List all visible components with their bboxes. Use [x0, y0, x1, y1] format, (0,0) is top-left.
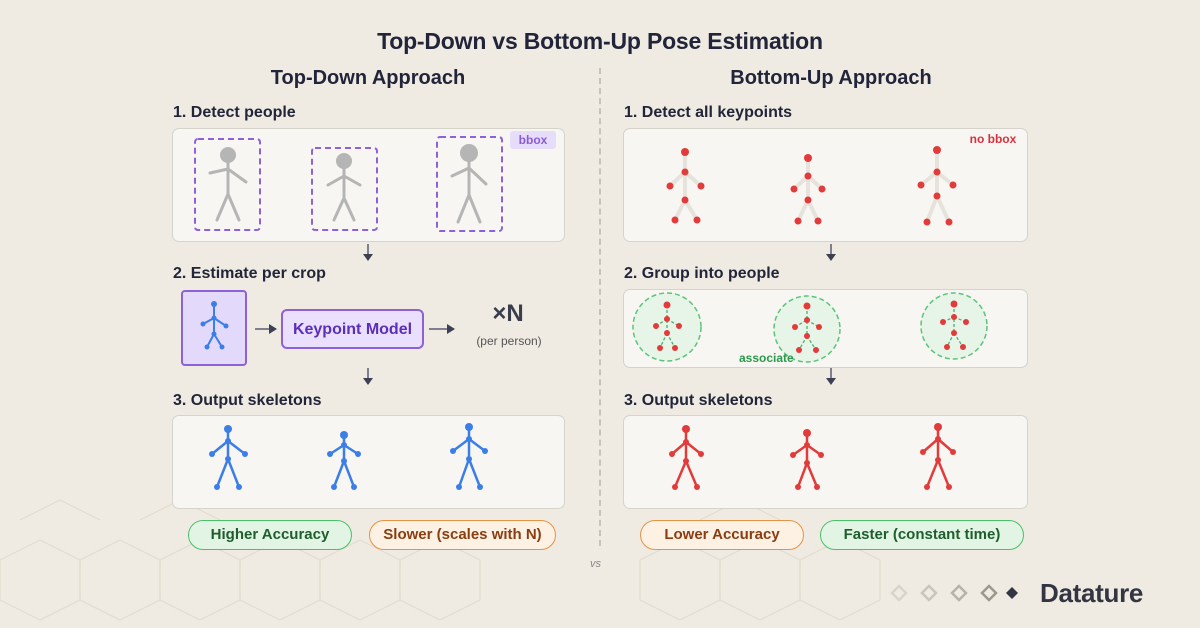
times-n-label: ×N: [492, 300, 524, 327]
bottom-up-arrow-1: [826, 244, 836, 261]
crop-to-model-arrow: [255, 324, 277, 334]
top-down-pro-badge: Higher Accuracy: [188, 520, 352, 550]
model-to-output-arrow: [429, 324, 455, 334]
detected-people-figures: [194, 136, 503, 232]
bottom-up-output-skeletons: [669, 423, 956, 490]
bottom-up-output-panel: [623, 415, 1028, 509]
brand-name: Datature: [1040, 578, 1144, 608]
bottom-up-step1-label: 1. Detect all keypoints: [624, 104, 793, 121]
center-divider: [599, 68, 601, 546]
top-down-arrow-1: [363, 244, 373, 261]
top-down-heading: Top-Down Approach: [270, 67, 466, 89]
associate-label: associate: [739, 351, 794, 365]
bottom-up-pro-badge: Faster (constant time): [820, 520, 1024, 550]
bbox-tag: bbox: [510, 131, 556, 149]
top-down-output-panel: [172, 415, 565, 509]
bottom-up-detect-panel: [623, 128, 1028, 242]
top-down-con-badge: Slower (scales with N): [369, 520, 556, 550]
page-title: Top-Down vs Bottom-Up Pose Estimation: [377, 28, 823, 54]
top-down-step1-label: 1. Detect people: [173, 104, 296, 121]
top-down-step3-label: 3. Output skeletons: [173, 392, 322, 409]
bottom-up-step2-label: 2. Group into people: [624, 265, 780, 282]
detected-keypoints-figures: [666, 146, 957, 226]
no-bbox-tag: no bbox: [969, 132, 1017, 146]
bottom-up-con-badge: Lower Accuracy: [640, 520, 804, 550]
bottom-up-heading: Bottom-Up Approach: [730, 67, 932, 89]
top-down-step2-label: 2. Estimate per crop: [173, 265, 326, 282]
datature-logo-icon: [890, 584, 1018, 602]
crop-skeleton-figure: [200, 301, 229, 350]
top-down-arrow-2: [363, 368, 373, 385]
per-person-note: (per person): [476, 334, 542, 348]
bottom-up-arrow-2: [826, 368, 836, 385]
keypoint-model-box: Keypoint Model: [281, 309, 424, 349]
bottom-up-step3-label: 3. Output skeletons: [624, 392, 773, 409]
vs-label: vs: [590, 558, 601, 570]
grouped-keypoints-figures: [632, 292, 988, 363]
top-down-output-skeletons: [209, 423, 488, 490]
